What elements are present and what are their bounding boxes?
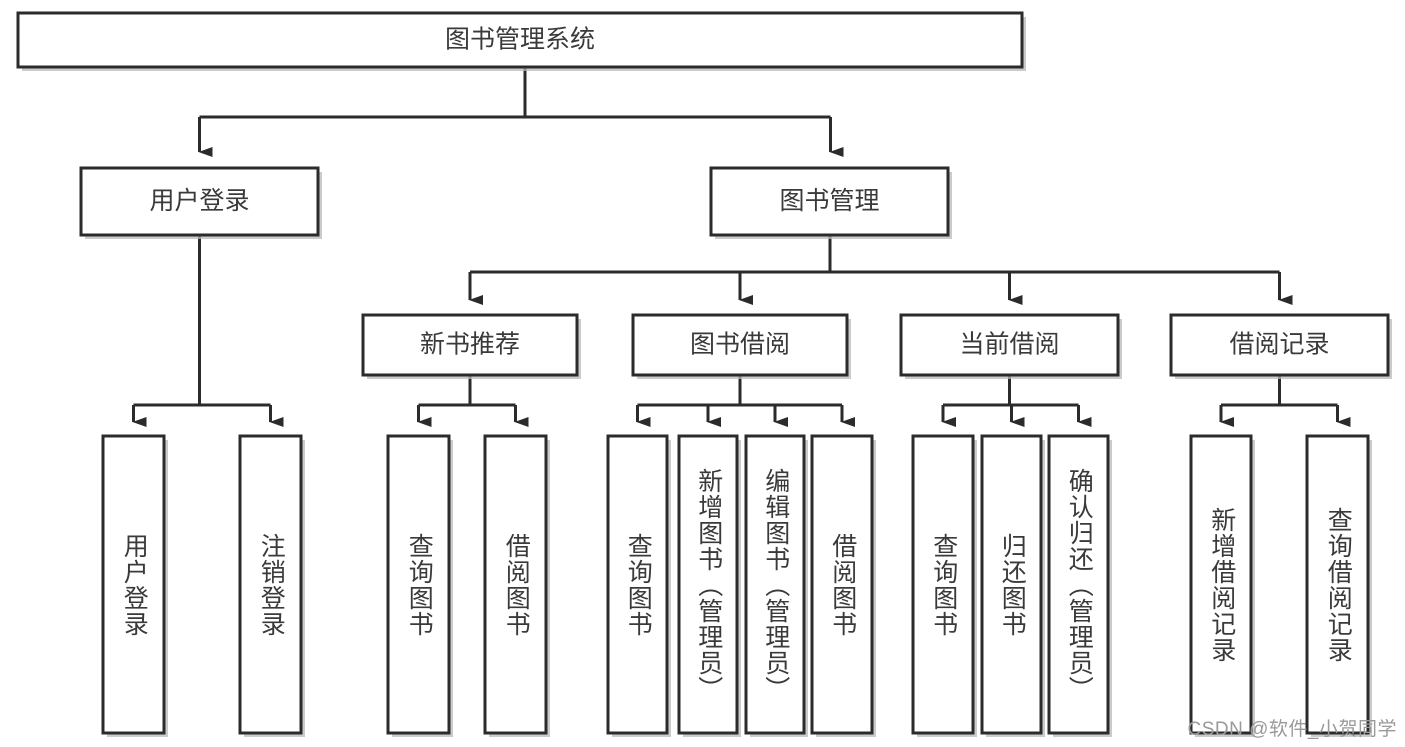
connector-group-book-mgmt xyxy=(468,235,1293,305)
level3-node-label: 图书借阅 xyxy=(690,331,790,359)
leaf-node[interactable] xyxy=(1047,434,1110,735)
leaf-node[interactable] xyxy=(677,434,739,735)
leaf-node[interactable] xyxy=(238,434,303,735)
root-node-label: 图书管理系统 xyxy=(445,26,595,54)
leaf-node[interactable] xyxy=(911,434,975,735)
leaf-node[interactable] xyxy=(606,434,669,735)
watermark-text: CSDN @软件_小贺同学 xyxy=(1187,719,1397,740)
leaf-node[interactable] xyxy=(980,434,1043,735)
connector-group-root xyxy=(198,67,844,157)
level3-node[interactable] xyxy=(899,313,1120,377)
node-boxes xyxy=(16,11,1392,737)
connector-group-user-login xyxy=(132,235,284,427)
level2-node[interactable] xyxy=(709,166,950,237)
connector-group-current-borrow xyxy=(941,375,1092,427)
level2-node-label: 图书管理 xyxy=(779,187,879,215)
root-node[interactable] xyxy=(16,11,1024,69)
connector-group-book-borrow xyxy=(636,375,855,427)
level3-node-label: 借阅记录 xyxy=(1229,331,1329,359)
level2-node-label: 用户登录 xyxy=(149,187,249,215)
level3-node[interactable] xyxy=(1169,313,1390,377)
level3-node[interactable] xyxy=(361,313,579,377)
connector-group-new-book xyxy=(417,375,529,427)
leaf-node[interactable] xyxy=(386,434,451,735)
leaf-node[interactable] xyxy=(810,434,874,735)
connector-group-borrow-record xyxy=(1219,375,1351,427)
leaf-node[interactable] xyxy=(483,434,548,735)
level2-node[interactable] xyxy=(79,166,320,237)
leaf-node[interactable] xyxy=(1189,434,1253,735)
leaf-node[interactable] xyxy=(1305,434,1370,735)
level3-node[interactable] xyxy=(631,313,849,377)
level3-node-label: 新书推荐 xyxy=(420,331,520,359)
leaf-node[interactable] xyxy=(101,434,166,735)
level3-node-label: 当前借阅 xyxy=(959,331,1059,359)
leaf-node[interactable] xyxy=(744,434,806,735)
